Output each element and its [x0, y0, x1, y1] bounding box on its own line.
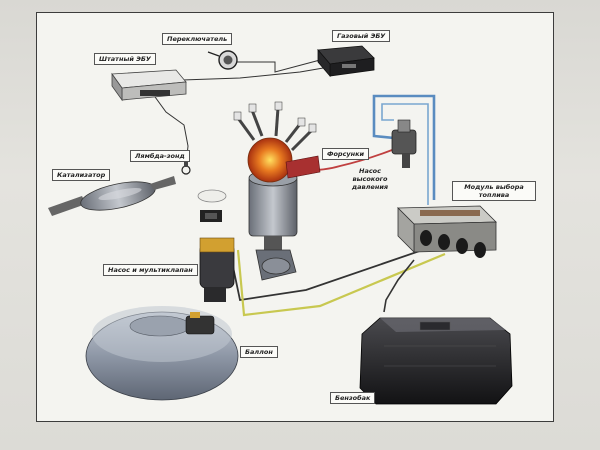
label-gas-ecu: Газовый ЭБУ — [332, 30, 391, 42]
label-lambda: Лямбда-зонд — [130, 150, 190, 162]
connector-block — [200, 210, 222, 222]
engine-rail — [285, 155, 321, 179]
engine-injector-rods — [233, 101, 317, 152]
cover-ring — [197, 189, 227, 203]
fuel-select-module — [397, 205, 497, 258]
engine — [247, 137, 298, 281]
catalyst — [48, 176, 176, 216]
label-switch: Переключатель — [162, 33, 233, 45]
label-gas-tank: Бензобак — [330, 392, 376, 404]
label-injectors: Форсунки — [322, 148, 370, 160]
lambda-sensor — [181, 160, 191, 175]
label-tank: Баллон — [240, 346, 278, 358]
line-yellow-to-module — [236, 249, 446, 317]
label-catalyst: Катализатор — [52, 169, 111, 181]
wire-ecu-bus — [181, 65, 336, 81]
stock-ecu — [111, 69, 187, 102]
line-dark-to-module — [231, 243, 441, 302]
hp-pump — [391, 119, 417, 168]
hose-blue — [372, 94, 436, 205]
line-module-to-gas-tank — [383, 259, 415, 313]
pump-multivalve — [199, 237, 235, 302]
label-pump-multivalve: Насос и мультиклапан — [103, 264, 198, 276]
gas-cylinder — [85, 306, 239, 401]
label-hp-pump: Насос высокого давления — [351, 167, 389, 191]
label-fuel-select: Модуль выбора топлива — [452, 181, 536, 201]
gas-ecu — [317, 45, 375, 78]
fuel-switch — [207, 50, 238, 70]
petrol-tank — [359, 317, 513, 405]
wire-switch-to-gas-ecu — [228, 59, 321, 73]
label-stock-ecu: Штатный ЭБУ — [94, 53, 156, 65]
